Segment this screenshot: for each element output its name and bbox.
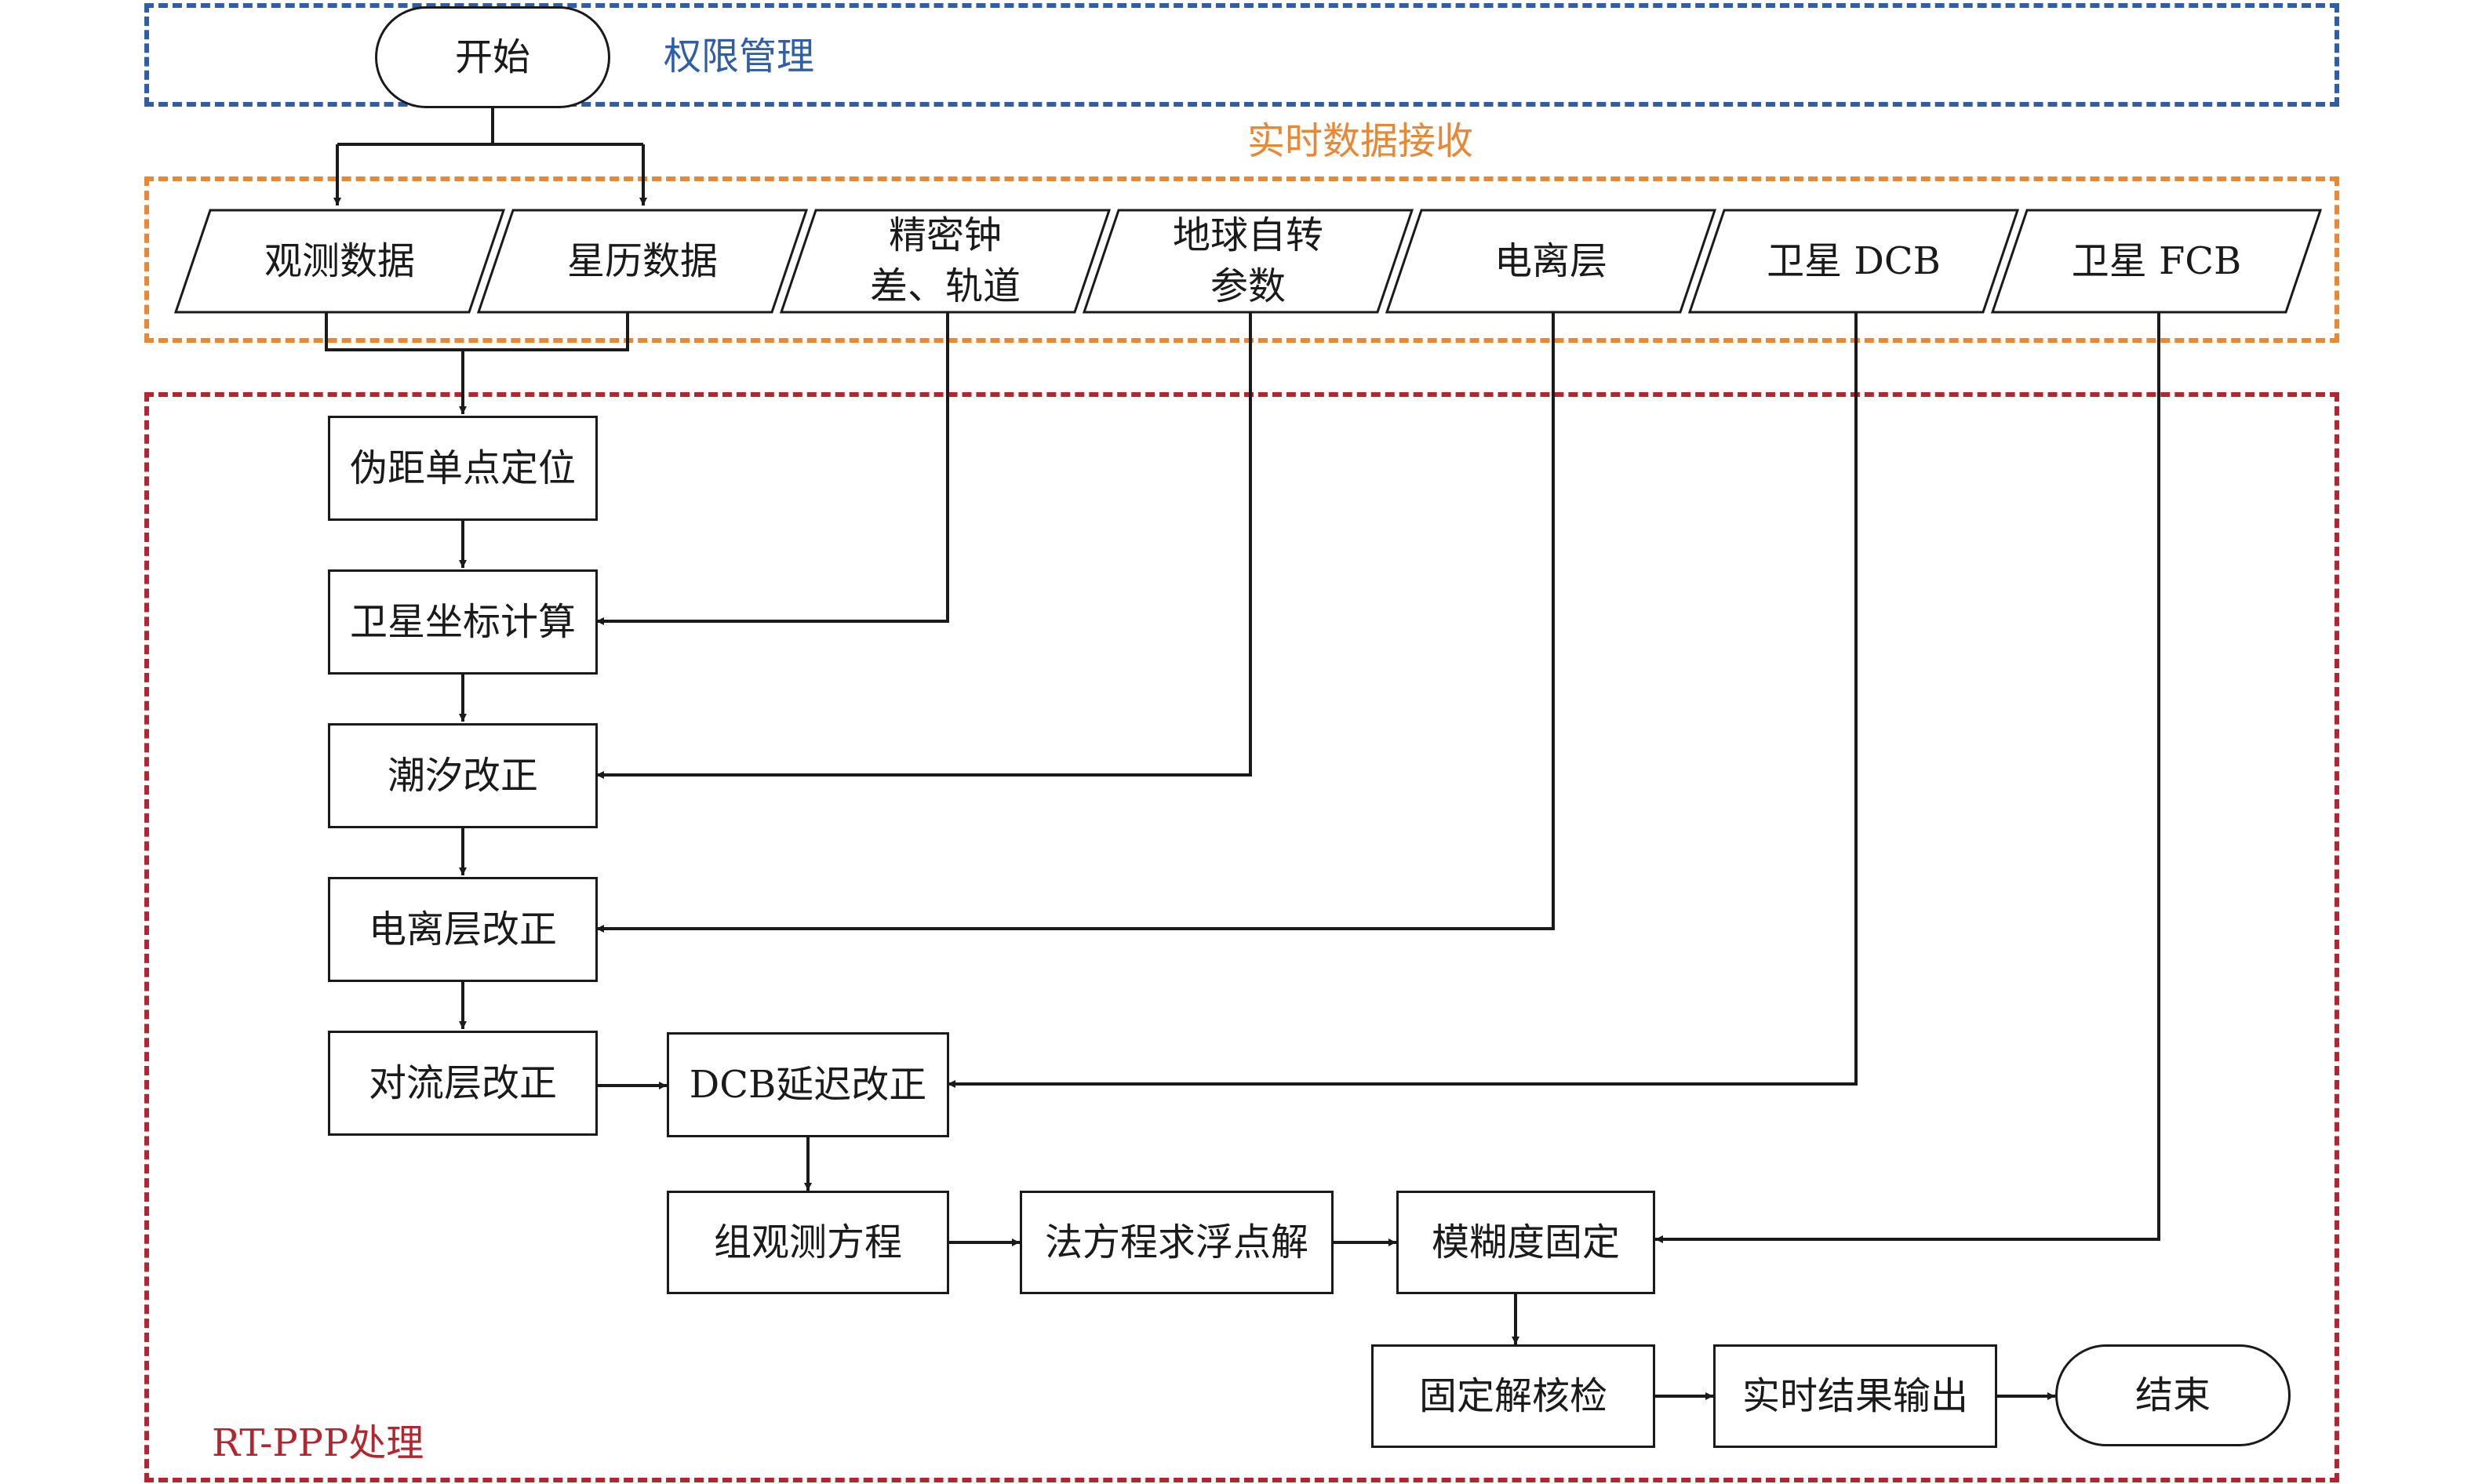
step-ambiguity-fixing: 模糊度固定 [1396, 1191, 1655, 1294]
data-receive-region-label: 实时数据接收 [1247, 119, 1474, 163]
connector-dcbinput-to-dcb [948, 312, 1858, 1088]
input-earth-rotation-label: 地球自转 参数 [1172, 213, 1323, 308]
input-earth-rotation: 地球自转 参数 [1083, 209, 1414, 314]
connector-ionoinput-to-iono [596, 312, 1555, 933]
input-precise-clock-orbit: 精密钟 差、轨道 [780, 209, 1111, 314]
step-fixed-solution-check: 固定解核检 [1371, 1344, 1655, 1448]
rtppp-processing-region [144, 392, 2339, 1482]
step-ionosphere-correction: 电离层改正 [328, 877, 598, 982]
parallelogram-shape [477, 209, 808, 314]
step-spp-label: 伪距单点定位 [349, 446, 576, 490]
rtppp-region-label: RT-PPP处理 [212, 1421, 424, 1465]
step-satellite-coordinates: 卫星坐标计算 [328, 569, 598, 675]
input-observation-data: 观测数据 [174, 209, 505, 314]
step-iono-label: 电离层改正 [368, 907, 557, 951]
connector-clock-to-satcoord [596, 312, 949, 625]
parallelogram-shape [1991, 209, 2322, 314]
input-ephemeris-data: 星历数据 [477, 209, 808, 314]
step-ambiguity-label: 模糊度固定 [1431, 1220, 1620, 1264]
step-tide-label: 潮汐改正 [387, 753, 538, 798]
connector-erp-to-tide [596, 312, 1252, 779]
connector-start-split [337, 107, 643, 146]
step-dcb-label: DCB延迟改正 [689, 1062, 927, 1107]
start-terminal-label: 开始 [454, 35, 530, 79]
start-terminal: 开始 [375, 6, 610, 108]
connector-fcbinput-to-ambiguity [1655, 312, 2160, 1243]
end-terminal: 结束 [2055, 1344, 2291, 1446]
step-output-label: 实时结果输出 [1741, 1373, 1968, 1418]
permission-region-label: 权限管理 [664, 35, 815, 78]
step-check-label: 固定解核检 [1418, 1373, 1607, 1418]
input-ionosphere: 电离层 [1385, 209, 1716, 314]
step-tide-correction: 潮汐改正 [328, 723, 598, 828]
parallelogram-shape [780, 209, 1111, 314]
permission-region [144, 3, 2339, 107]
input-ionosphere-label: 电离层 [1494, 238, 1607, 283]
step-float-label: 法方程求浮点解 [1044, 1220, 1308, 1264]
step-pseudorange-spp: 伪距单点定位 [328, 416, 598, 521]
parallelogram-shape [1385, 209, 1716, 314]
connector-inputs-merge [325, 312, 629, 351]
input-satellite-dcb-label: 卫星 DCB [1767, 238, 1941, 283]
parallelogram-shape [174, 209, 505, 314]
parallelogram-shape [1688, 209, 2019, 314]
step-tropo-label: 对流层改正 [368, 1060, 557, 1105]
end-terminal-label: 结束 [2134, 1373, 2211, 1417]
step-obs-eq-label: 组观测方程 [713, 1220, 902, 1264]
step-float-solution: 法方程求浮点解 [1020, 1191, 1334, 1294]
input-observation-label: 观测数据 [264, 238, 415, 283]
input-satellite-fcb-label: 卫星 FCB [2071, 238, 2242, 283]
input-satellite-dcb: 卫星 DCB [1688, 209, 2019, 314]
input-precise-clock-label: 精密钟 差、轨道 [869, 213, 1021, 308]
step-troposphere-correction: 对流层改正 [328, 1031, 598, 1136]
parallelogram-shape [1083, 209, 1414, 314]
step-observation-equation: 组观测方程 [667, 1191, 949, 1294]
step-sat-coord-label: 卫星坐标计算 [349, 599, 576, 644]
input-satellite-fcb: 卫星 FCB [1991, 209, 2322, 314]
data-receive-region [144, 176, 2339, 343]
step-realtime-output: 实时结果输出 [1713, 1344, 1997, 1448]
input-ephemeris-label: 星历数据 [566, 238, 718, 283]
step-dcb-delay-correction: DCB延迟改正 [667, 1032, 949, 1137]
